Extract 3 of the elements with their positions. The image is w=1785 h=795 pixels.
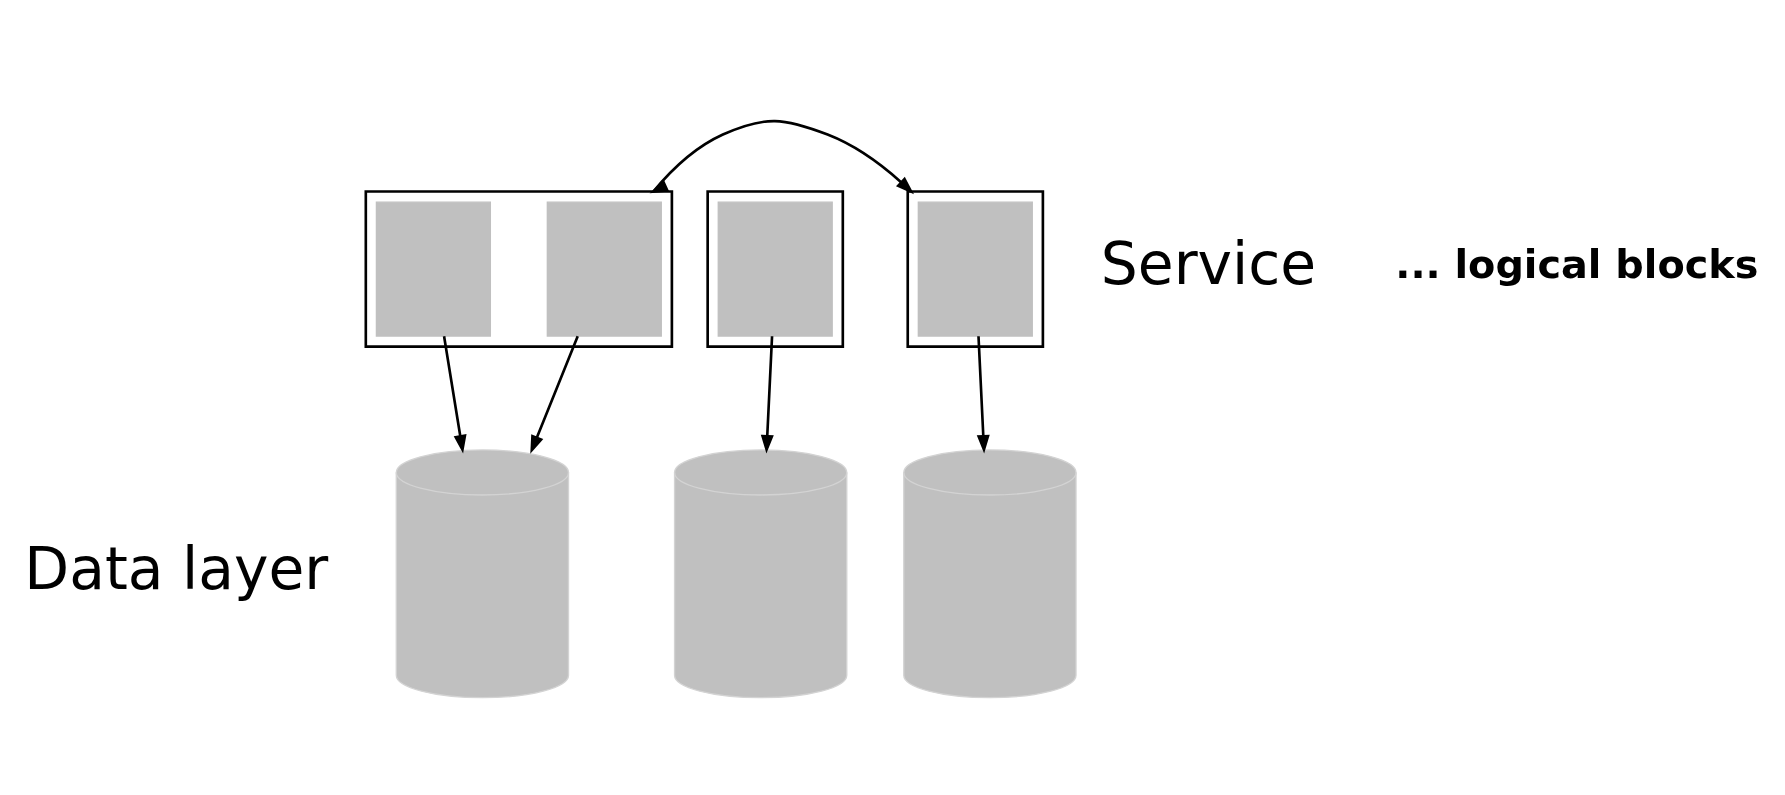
- label: Data layer: [24, 534, 329, 603]
- label: Service: [1100, 229, 1317, 298]
- label: ... logical blocks: [1395, 240, 1759, 287]
